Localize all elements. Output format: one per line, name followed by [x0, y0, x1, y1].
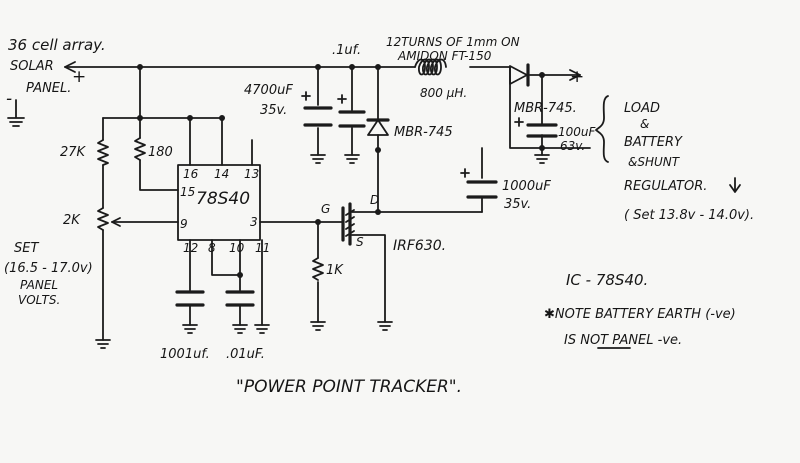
- set-panel-1: SET: [14, 241, 39, 256]
- pin-g: G: [321, 202, 330, 216]
- junction-dots: [137, 64, 545, 278]
- pin-8: 8: [208, 241, 216, 255]
- source-plus: +: [72, 67, 86, 87]
- capacitor-100uf: [514, 117, 558, 138]
- diode-mbr745-series: [509, 63, 530, 87]
- load-1: LOAD: [624, 101, 660, 116]
- load-4: &SHUNT: [628, 155, 681, 169]
- ic-label: 78S40: [196, 189, 250, 209]
- c4700-2: 35v.: [260, 103, 287, 118]
- label-180: 180: [148, 145, 173, 160]
- pin-3: 3: [250, 215, 258, 229]
- diode-mbr1: MBR-745: [394, 125, 453, 140]
- resistor-27k: [97, 139, 109, 166]
- pin-s: S: [356, 235, 364, 249]
- mosfet-label: IRF630.: [393, 238, 446, 254]
- pin-12: 12: [183, 241, 198, 255]
- pin-14: 14: [214, 167, 229, 181]
- labels: 36 cell array. SOLAR PANEL. + - 27K 180 …: [4, 35, 754, 397]
- mosfet-irf630: [341, 202, 355, 246]
- inductor-3: 800 µH.: [420, 86, 467, 100]
- load-2: &: [640, 117, 649, 131]
- ground-symbols: [7, 99, 550, 349]
- source-minus: -: [6, 89, 12, 109]
- inductor-coil: [414, 58, 447, 76]
- c1000-1: 1000uF: [502, 179, 551, 194]
- source-line2: SOLAR: [10, 59, 54, 74]
- pin-15: 15: [180, 185, 195, 199]
- pin-d: D: [370, 193, 379, 207]
- load-6: ( Set 13.8v - 14.0v).: [624, 208, 754, 223]
- output-plus: +: [570, 67, 584, 87]
- c01-label: .1uf.: [332, 43, 361, 58]
- load-5: REGULATOR.: [624, 179, 707, 194]
- source-line1: 36 cell array.: [8, 36, 106, 54]
- c100-1: 100uF: [558, 125, 597, 139]
- label-27k: 27K: [60, 145, 87, 160]
- diode-mbr2: MBR-745.: [514, 101, 577, 116]
- wiring: [64, 61, 591, 341]
- note-2: IS NOT PANEL -ve.: [564, 333, 682, 348]
- diode-mbr745-vertical: [366, 118, 390, 136]
- capacitor-01uf: [337, 94, 366, 128]
- label-1k: 1K: [326, 263, 344, 278]
- c100-2: 63v.: [560, 139, 585, 153]
- pin-11: 11: [255, 241, 270, 255]
- load-bracket: [595, 95, 741, 193]
- potentiometer-2k: [97, 207, 109, 231]
- load-3: BATTERY: [624, 135, 683, 150]
- set-panel-3: PANEL: [20, 278, 58, 292]
- page-title: "POWER POINT TRACKER".: [236, 377, 462, 397]
- c1000-2: 35v.: [504, 197, 531, 212]
- note-1: ✱NOTE BATTERY EARTH (-ve): [544, 307, 736, 322]
- pin-10: 10: [229, 241, 245, 255]
- ic-note: IC - 78S40.: [566, 271, 648, 289]
- c4700-1: 4700uF: [244, 83, 293, 98]
- inductor-1: 12TURNS OF 1mm ON: [386, 35, 520, 49]
- resistor-1k: [312, 257, 324, 281]
- pin-16: 16: [183, 167, 199, 181]
- source-line3: PANEL.: [26, 81, 71, 96]
- capacitor-4700uf: [301, 91, 333, 127]
- label-2k: 2K: [63, 213, 81, 228]
- resistor-180: [134, 137, 146, 161]
- capacitor-1001uf: [175, 290, 205, 307]
- set-panel-2: (16.5 - 17.0v): [4, 261, 93, 276]
- capacitor-01uf-small: [225, 290, 255, 307]
- c01b-label: .01uF.: [226, 347, 265, 362]
- capacitor-1000uf: [460, 168, 498, 199]
- inductor-2: AMIDON FT-150: [397, 49, 492, 63]
- ic-78s40-chip: [177, 164, 261, 241]
- pin-9: 9: [180, 217, 188, 231]
- set-panel-4: VOLTS.: [18, 293, 60, 307]
- c1001-label: 1001uf.: [160, 347, 210, 362]
- pin-13: 13: [244, 167, 259, 181]
